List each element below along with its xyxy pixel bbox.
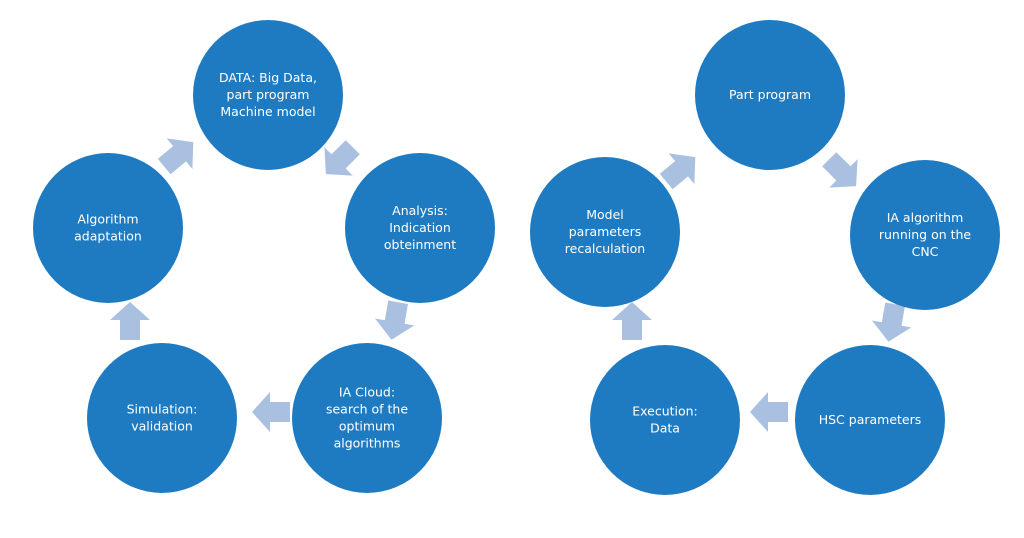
- node-hsc-parameters: HSC parameters: [795, 345, 945, 495]
- node-circle: [795, 345, 945, 495]
- cnc-cycle-diagram: Part program IA algorithm running on theCN…: [530, 20, 1000, 495]
- node-label-line: Algorithm: [77, 212, 138, 227]
- node-label-line: Machine model: [220, 104, 315, 119]
- node-simulation: Simulation: validation: [87, 343, 237, 493]
- node-label-line: parameters: [569, 224, 642, 239]
- node-circle: [695, 20, 845, 170]
- node-label-line: algorithms: [334, 436, 401, 451]
- node-label-line: HSC parameters: [819, 412, 922, 427]
- arrow-algorithm-adaptation-to-data: [157, 138, 194, 175]
- node-circle: [87, 343, 237, 493]
- arrow-hsc-parameters-to-execution: [750, 392, 788, 432]
- node-circle: [590, 345, 740, 495]
- node-label-line: obteinment: [384, 237, 456, 252]
- arrow-data-to-analysis: [324, 140, 360, 176]
- node-label-line: search of the: [326, 402, 408, 417]
- node-part-program: Part program: [695, 20, 845, 170]
- node-label-line: IA algorithm: [887, 210, 964, 225]
- node-label-line: Indication: [389, 220, 451, 235]
- node-circle: [33, 153, 183, 303]
- node-label-line: IA Cloud:: [339, 385, 395, 400]
- arrow-part-program-to-ia-algorithm: [822, 152, 858, 188]
- node-model-parameters: Model parameters recalculation: [530, 157, 680, 307]
- node-circle: [850, 160, 1000, 310]
- arrow-model-parameters-to-part-program: [659, 153, 696, 190]
- node-circle: [345, 153, 495, 303]
- arrow-simulation-to-algorithm-adaptation: [110, 302, 150, 340]
- node-label-line: Data: [650, 421, 680, 436]
- arrow-analysis-to-ia-cloud: [375, 300, 415, 340]
- node-ia-cloud: IA Cloud: search of the optimum algorithms: [292, 343, 442, 493]
- node-label-line: optimum: [339, 419, 395, 434]
- node-label-line: CNC: [912, 244, 939, 259]
- node-label-line: adaptation: [74, 229, 142, 244]
- node-label-line: part program: [227, 87, 310, 102]
- node-execution: Execution: Data: [590, 345, 740, 495]
- node-label-line: Part program: [729, 87, 811, 102]
- arrow-ia-algorithm-to-hsc-parameters: [872, 302, 912, 342]
- node-label-line: Simulation:: [127, 402, 198, 417]
- node-circle: [193, 20, 343, 170]
- node-label-line: Model: [586, 207, 624, 222]
- node-label-line: DATA: Big Data,: [219, 70, 317, 85]
- node-label-line: Analysis:: [392, 203, 448, 218]
- node-algorithm-adaptation: Algorithm adaptation: [33, 153, 183, 303]
- node-circle: [292, 343, 442, 493]
- node-label-line: running on the: [879, 227, 972, 242]
- node-label-line: recalculation: [565, 241, 645, 256]
- arrow-execution-to-model-parameters: [612, 302, 652, 340]
- node-label-line: validation: [131, 419, 193, 434]
- node-analysis: Analysis: Indication obteinment: [345, 153, 495, 303]
- node-label-line: Execution:: [632, 404, 698, 419]
- arrow-ia-cloud-to-simulation: [252, 392, 290, 432]
- node-circle: [530, 157, 680, 307]
